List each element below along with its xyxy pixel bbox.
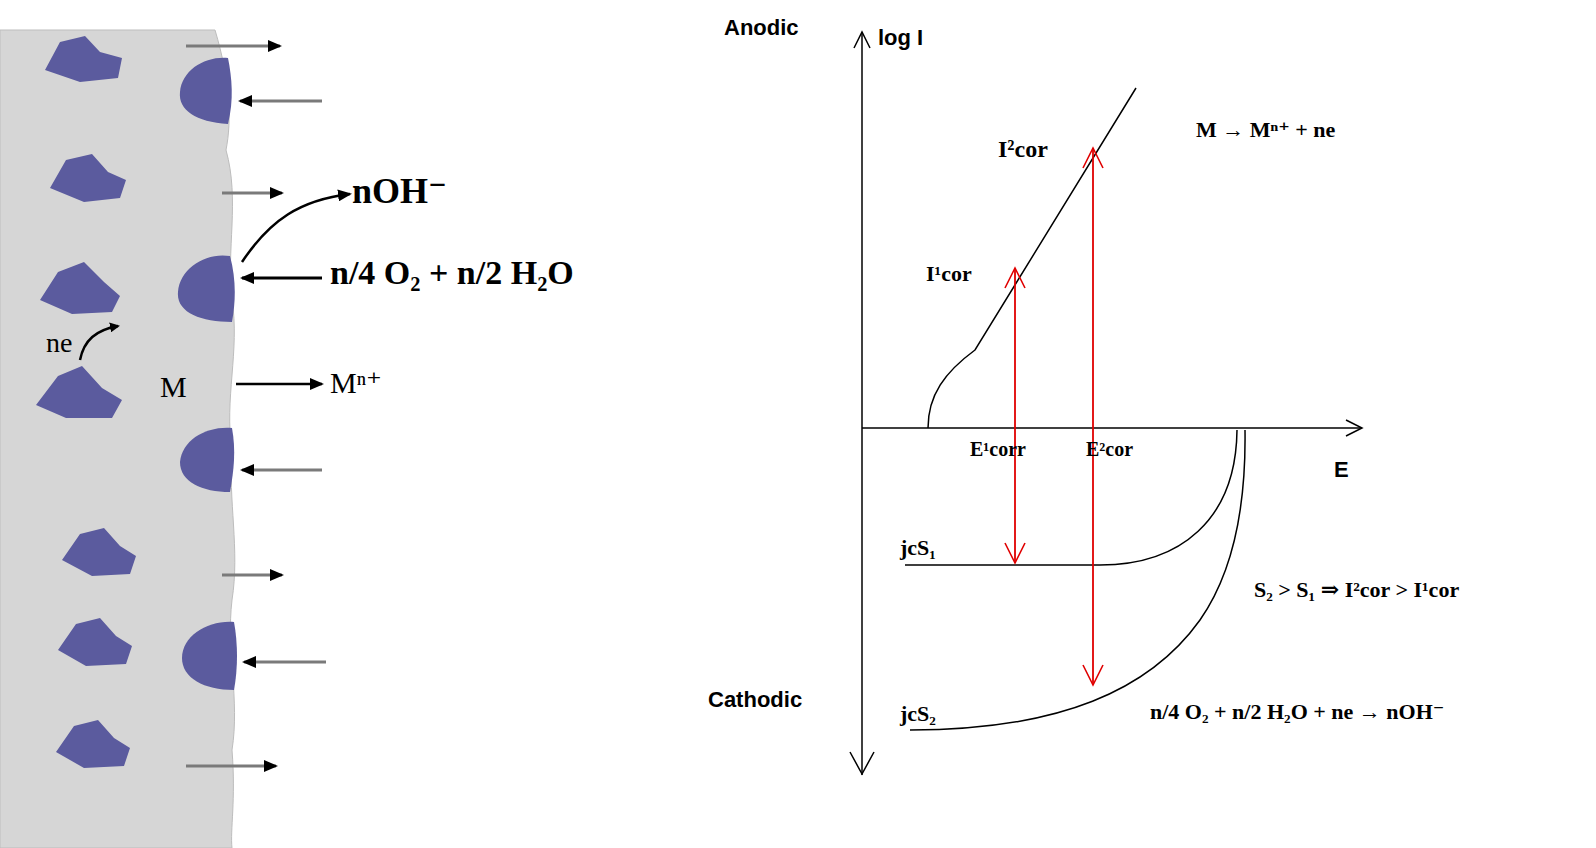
surface-pigments bbox=[178, 58, 237, 690]
electron-label: ne bbox=[46, 328, 72, 359]
hydroxide-arrow bbox=[242, 194, 350, 262]
dissolution-arrow bbox=[236, 383, 322, 386]
axis-label: Cathodic bbox=[708, 688, 802, 712]
electron-arrow bbox=[80, 326, 118, 360]
cathodic-label: jcS₂ bbox=[900, 702, 936, 726]
cathodic-arrowhead bbox=[850, 752, 874, 774]
axis-label: log I bbox=[878, 26, 923, 50]
current-label: I²cor bbox=[998, 136, 1048, 162]
reaction-label: n/4 O₂ + n/2 H₂O + ne → nOH⁻ bbox=[1150, 700, 1444, 724]
reactant-label: n/4 O₂ + n/2 H₂O bbox=[330, 254, 574, 291]
current-axis bbox=[861, 32, 863, 770]
species-label: nOH⁻ bbox=[352, 172, 447, 212]
coating-layer bbox=[0, 30, 235, 848]
ion-label: Mⁿ⁺ bbox=[330, 366, 382, 399]
oxygen-arrow bbox=[242, 277, 322, 280]
outward-arrows bbox=[186, 46, 282, 766]
condition-label: S₂ > S₁ ⇒ I²cor > I¹cor bbox=[1254, 578, 1459, 602]
potential-axis bbox=[862, 427, 1362, 429]
corrosion-markers bbox=[1015, 148, 1093, 685]
cathodic-curve-s2 bbox=[910, 430, 1245, 730]
pigment-particles bbox=[36, 36, 136, 768]
metal-label: M bbox=[160, 370, 187, 403]
anodic-curve bbox=[928, 88, 1136, 428]
potential-label: E¹corr bbox=[970, 438, 1026, 460]
axis-label: Anodic bbox=[724, 16, 799, 40]
current-label: I¹cor bbox=[926, 262, 972, 286]
axis-label: E bbox=[1334, 458, 1349, 482]
potential-label: E²cor bbox=[1086, 438, 1133, 460]
cathodic-curve-s1 bbox=[905, 430, 1237, 565]
reaction-label: M → Mⁿ⁺ + ne bbox=[1196, 118, 1335, 142]
cathodic-label: jcS₁ bbox=[900, 536, 936, 560]
inward-arrows bbox=[240, 101, 326, 662]
